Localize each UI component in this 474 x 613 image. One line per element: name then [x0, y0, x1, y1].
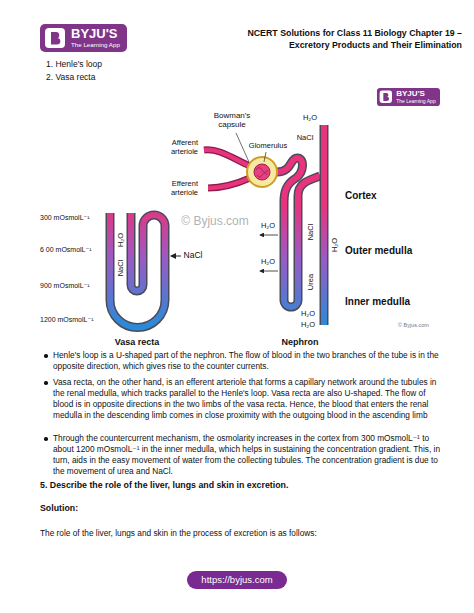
figure-caption: Vasa recta: [115, 337, 160, 347]
logo-icon-ground: [380, 91, 392, 103]
part-label: Glomerulus: [249, 142, 287, 151]
brand-tagline: The Learning App: [396, 99, 435, 105]
logo-texts: BYJU'SThe Learning App: [71, 27, 120, 48]
body-text: The role of the liver, lungs and skin in…: [40, 528, 445, 539]
logo-icon-ground: [45, 28, 65, 48]
glomerulus: [254, 164, 270, 180]
efferent-arteriole-outline: [208, 178, 250, 188]
question-heading: Solution:: [40, 503, 445, 514]
substance-label: H₂O: [331, 238, 340, 252]
bullet-dot: [44, 381, 48, 385]
bullet-dot: [44, 437, 48, 441]
substance-label: NaCl: [116, 260, 125, 277]
logo-texts: BYJU'SThe Learning App: [396, 90, 435, 104]
substance-label: H₂O: [116, 233, 125, 247]
part-label: Bowman's capsule: [209, 111, 255, 129]
collecting-duct: [321, 125, 327, 325]
vasa-recta: [110, 213, 165, 328]
question-heading: 5. Describe the role of the liver, lungs…: [40, 480, 445, 491]
zone-label: Outer medulla: [345, 245, 412, 257]
zone-label: Cortex: [345, 190, 377, 202]
substance-label: H₂O: [301, 310, 315, 319]
zone-label: Inner medulla: [345, 296, 410, 308]
part-label: Afferent arteriole: [158, 139, 198, 156]
osmolarity-label: 300 mOsmolL⁻¹: [40, 214, 90, 222]
logo-icon: [379, 90, 393, 104]
figure-caption: Nephron: [282, 337, 319, 347]
brand-name: BYJU'S: [396, 90, 435, 99]
substance-label: H₂O: [261, 258, 275, 267]
list-item: 2. Vasa recta: [46, 73, 95, 83]
osmolarity-label: 900 mOsmolL⁻¹: [40, 282, 90, 290]
watermark: © Byjus.com: [181, 215, 249, 229]
afferent-arteriole-outline: [204, 150, 250, 166]
brand-tagline: The Learning App: [71, 42, 120, 49]
glomerulus-capillaries: [256, 168, 268, 178]
substance-label: H₂O: [303, 114, 317, 123]
bowmans-capsule: [247, 157, 277, 187]
bullet-text: Vasa recta, on the other hand, is an eff…: [40, 377, 445, 421]
substance-label: H₂O: [301, 321, 315, 330]
logo-icon-mark: [384, 93, 390, 101]
url-pill: https://byjus.com: [187, 571, 286, 589]
substance-label: H₂O: [261, 222, 275, 231]
bullet-item: Vasa recta, on the other hand, is an eff…: [40, 377, 445, 421]
osmolarity-label: 1200 mOsmolL⁻¹: [40, 316, 94, 324]
efferent-arteriole: [208, 178, 250, 188]
water-arrow: [260, 235, 278, 236]
nacl-arrow: [171, 256, 181, 257]
bullet-dot: [44, 354, 48, 358]
brand-name: BYJU'S: [71, 27, 120, 41]
bullet-item: Through the countercurrent mechanism, th…: [40, 433, 445, 477]
substance-label: NaCl: [307, 224, 316, 241]
paragraph: 5. Describe the role of the liver, lungs…: [40, 480, 445, 491]
leader-line: [264, 152, 266, 162]
osmolarity-label: 6 00 mOsmolL⁻¹: [40, 246, 92, 254]
brand-logo: BYJU'SThe Learning App: [377, 88, 440, 106]
afferent-arteriole: [204, 150, 250, 166]
list-item: 1. Henle's loop: [46, 60, 102, 70]
answer-text: Henle's loop is a U-shaped part of the n…: [40, 350, 445, 539]
substance-label: Urea: [307, 274, 316, 290]
collecting-duct-outline: [320, 125, 329, 325]
nephron-tubule: [277, 158, 320, 307]
paragraph: Solution:: [40, 503, 445, 514]
substance-label: NaCl: [297, 134, 314, 143]
url-text: https://byjus.com: [201, 574, 272, 586]
logo-icon-mark: [51, 32, 60, 45]
vasa-recta-outline: [110, 213, 165, 328]
substance-label: NaCl: [184, 251, 203, 261]
watermark: © Byjus.com: [398, 322, 429, 328]
nephron-tubule-outline: [277, 158, 320, 307]
bullet-text: Henle's loop is a U-shaped part of the n…: [40, 350, 445, 372]
brand-logo: BYJU'SThe Learning App: [40, 24, 127, 52]
bullet-item: Henle's loop is a U-shaped part of the n…: [40, 350, 445, 372]
water-arrow: [260, 271, 278, 272]
page-header: NCERT Solutions for Class 11 Biology Cha…: [222, 27, 462, 51]
logo-icon: [44, 27, 66, 49]
bullet-text: Through the countercurrent mechanism, th…: [40, 433, 445, 477]
leader-line: [236, 133, 249, 162]
paragraph: The role of the liver, lungs and skin in…: [40, 528, 445, 539]
part-label: Efferent arteriole: [158, 180, 198, 197]
